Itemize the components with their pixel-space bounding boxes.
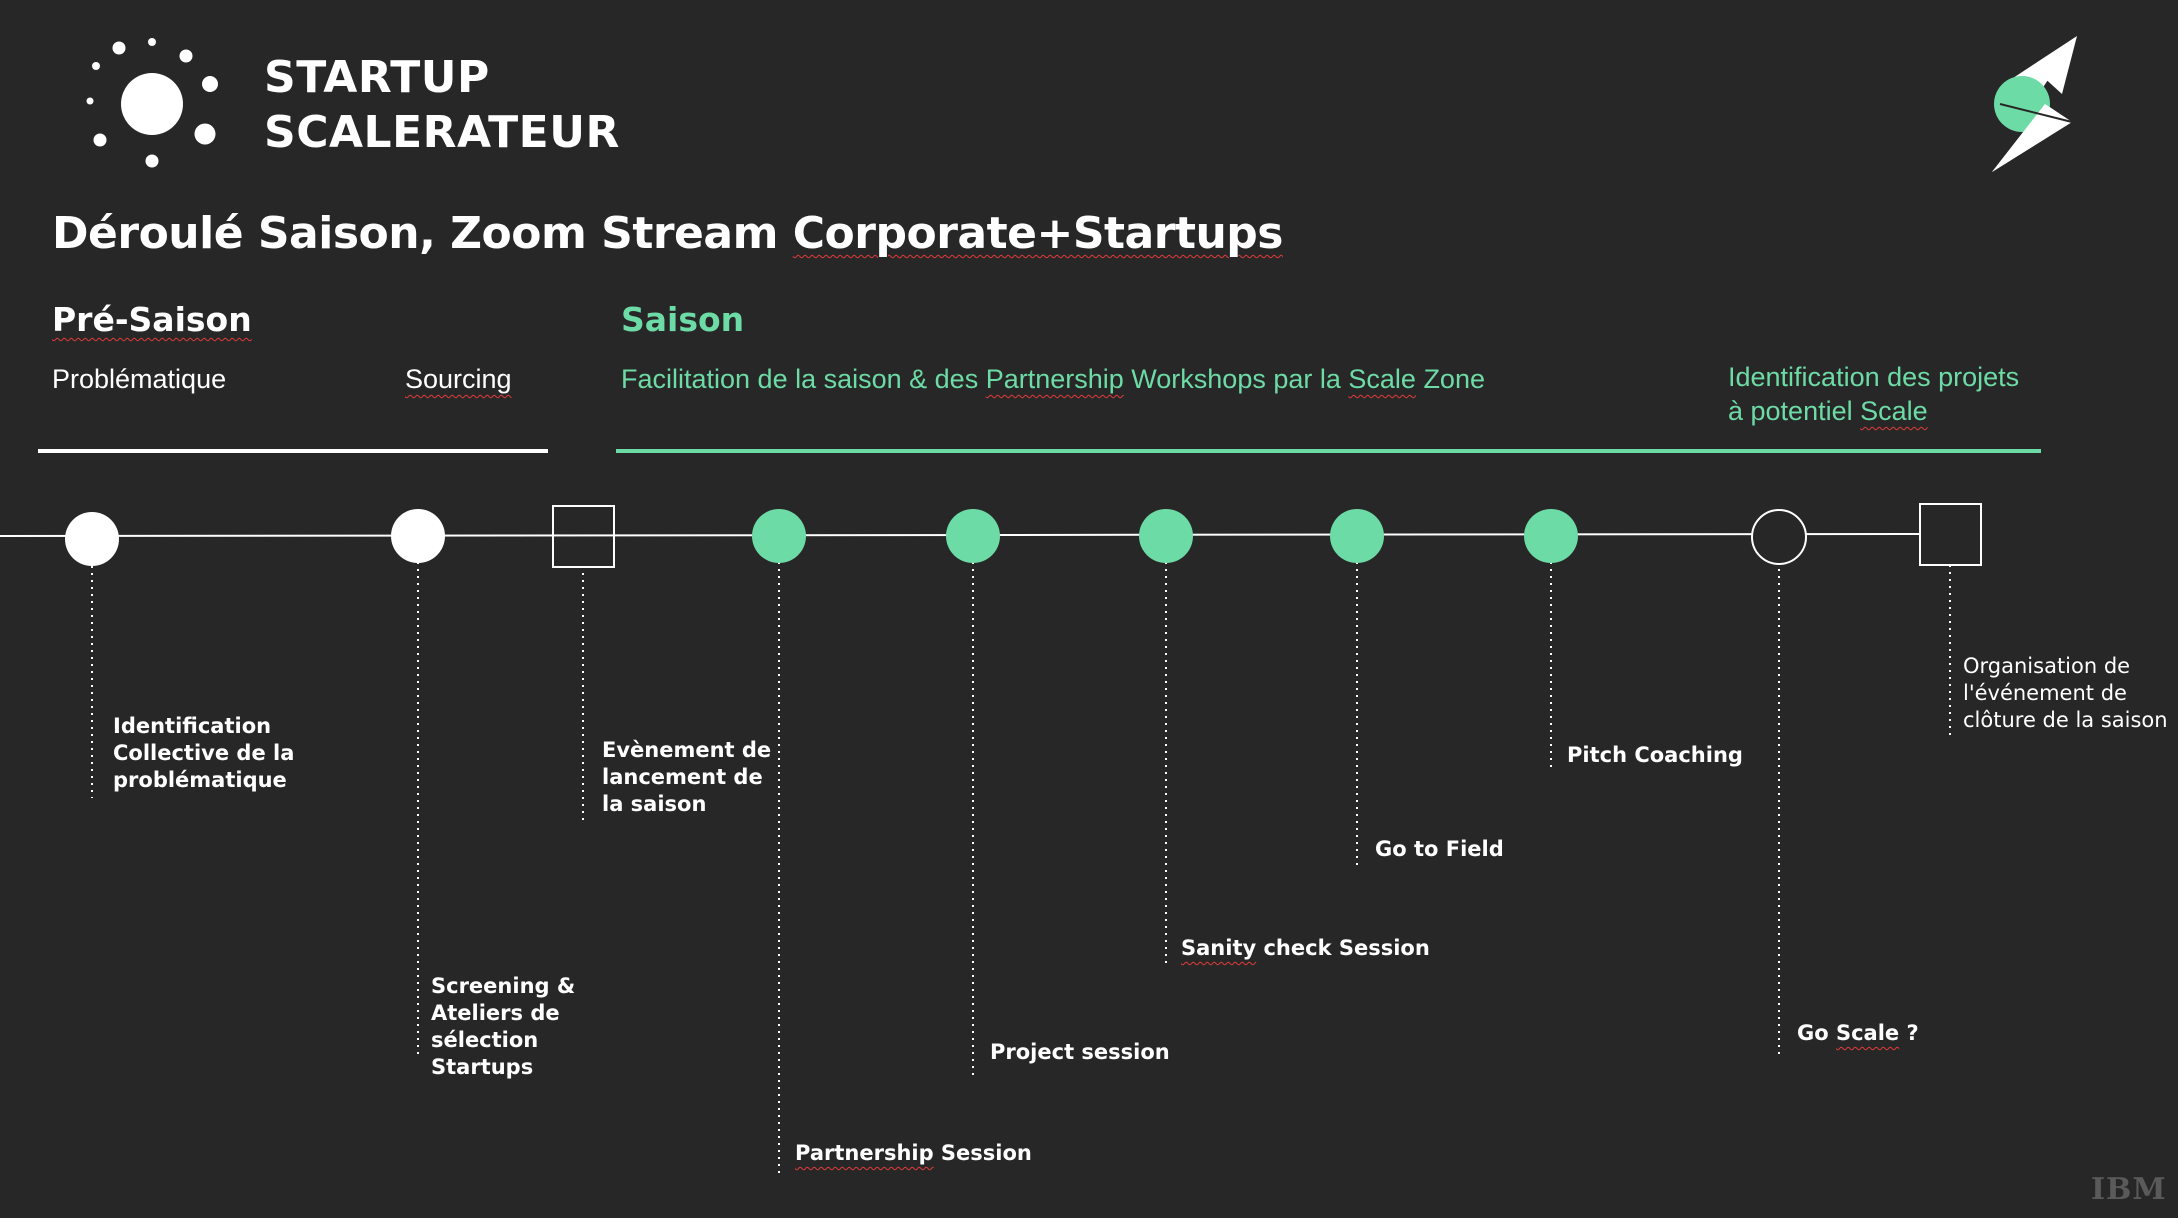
milestone-label: Go Scale ? bbox=[1797, 1020, 1919, 1047]
milestone-label-b: Scale bbox=[1835, 1021, 1900, 1045]
ibm-logo: IBM bbox=[2091, 1172, 2167, 1207]
milestone-marker bbox=[1330, 509, 1384, 563]
milestone-label: Partnership Session bbox=[795, 1140, 1032, 1167]
saison-identification: Identification des projets à potentiel S… bbox=[1728, 360, 2019, 428]
milestone-label: Identification Collective de la probléma… bbox=[113, 714, 295, 792]
saison-subtitle: Facilitation de la saison & des Partners… bbox=[621, 364, 1485, 395]
pre-saison-heading: Pré-Saison bbox=[52, 300, 252, 339]
milestone-marker bbox=[752, 509, 806, 563]
saison-identification-line-2a: à potentiel bbox=[1728, 396, 1861, 426]
milestone-label: Sanity check Session bbox=[1181, 935, 1430, 962]
lightning-logo-icon bbox=[1992, 36, 2077, 172]
milestone-label-b: Session bbox=[933, 1141, 1032, 1165]
page-title: Déroulé Saison, Zoom Stream Corporate+St… bbox=[52, 208, 1283, 259]
milestone-marker bbox=[946, 509, 1000, 563]
milestone-marker bbox=[391, 509, 445, 563]
page-title-part-1: Déroulé Saison, Zoom Stream bbox=[52, 208, 793, 259]
saison-identification-line-1: Identification des projets bbox=[1728, 362, 2020, 392]
pre-saison-col-problematique: Problématique bbox=[52, 364, 227, 394]
saison-subtitle-d: Scale bbox=[1348, 364, 1416, 394]
milestone-label: Go to Field bbox=[1375, 837, 1504, 861]
brand-line-1: STARTUP bbox=[264, 52, 490, 103]
milestone-marker bbox=[1524, 509, 1578, 563]
milestone-label: Evènement de lancement de la saison bbox=[602, 738, 772, 816]
saison-subtitle-e: Zone bbox=[1415, 364, 1485, 394]
saison-identification-line-2: à potentiel Scale bbox=[1728, 394, 2019, 428]
milestone-label-a: Sanity bbox=[1181, 936, 1257, 960]
milestone-label-a: Partnership bbox=[795, 1141, 934, 1165]
milestone-label-c: ? bbox=[1899, 1021, 1919, 1045]
saison-identification-line-2b: Scale bbox=[1860, 396, 1928, 426]
milestone-marker bbox=[65, 512, 119, 566]
milestone-marker bbox=[1139, 509, 1193, 563]
pre-saison-col-sourcing: Sourcing bbox=[405, 364, 512, 394]
saison-heading: Saison bbox=[621, 300, 745, 339]
saison-subtitle-c: Workshops par la bbox=[1123, 364, 1349, 394]
saison-subtitle-b: Partnership bbox=[985, 364, 1124, 394]
saison-subtitle-a: Facilitation de la saison & des bbox=[621, 364, 986, 394]
milestone-label-b: check Session bbox=[1256, 936, 1430, 960]
brand-name: STARTUP SCALERATEUR bbox=[264, 50, 620, 160]
milestone-label: Organisation de l'événement de clôture d… bbox=[1963, 654, 2168, 732]
milestone-label: Project session bbox=[990, 1040, 1170, 1064]
page-title-part-2: Corporate+Startups bbox=[792, 208, 1284, 259]
brand-line-2: SCALERATEUR bbox=[264, 107, 620, 158]
milestone-label: Pitch Coaching bbox=[1567, 743, 1743, 767]
milestone-marker bbox=[552, 505, 615, 568]
milestone-marker bbox=[1751, 509, 1807, 565]
milestone-label: Screening & Ateliers de sélection Startu… bbox=[431, 974, 576, 1079]
milestone-marker bbox=[1919, 503, 1982, 566]
sun-dots-logo-icon bbox=[86, 38, 218, 168]
milestone-label-a: Go bbox=[1797, 1021, 1836, 1045]
